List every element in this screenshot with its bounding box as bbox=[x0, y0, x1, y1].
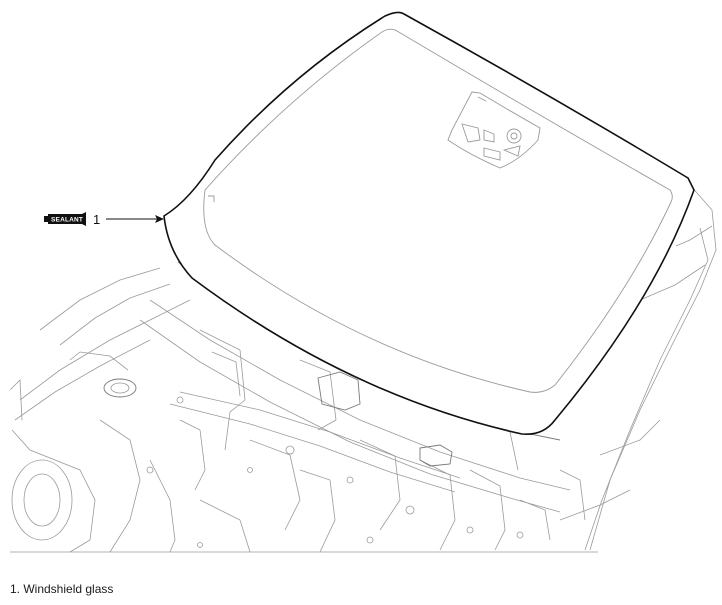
sealant-label: SEALANT bbox=[51, 217, 83, 224]
sealant-tube-icon: SEALANT bbox=[44, 212, 86, 226]
windshield-glass bbox=[163, 11, 695, 436]
arrow-head-icon bbox=[155, 215, 164, 223]
callout-number: 1 bbox=[93, 212, 100, 227]
figure-caption: 1. Windshield glass bbox=[10, 582, 114, 596]
sealant-callout: SEALANT 1 bbox=[44, 212, 164, 227]
